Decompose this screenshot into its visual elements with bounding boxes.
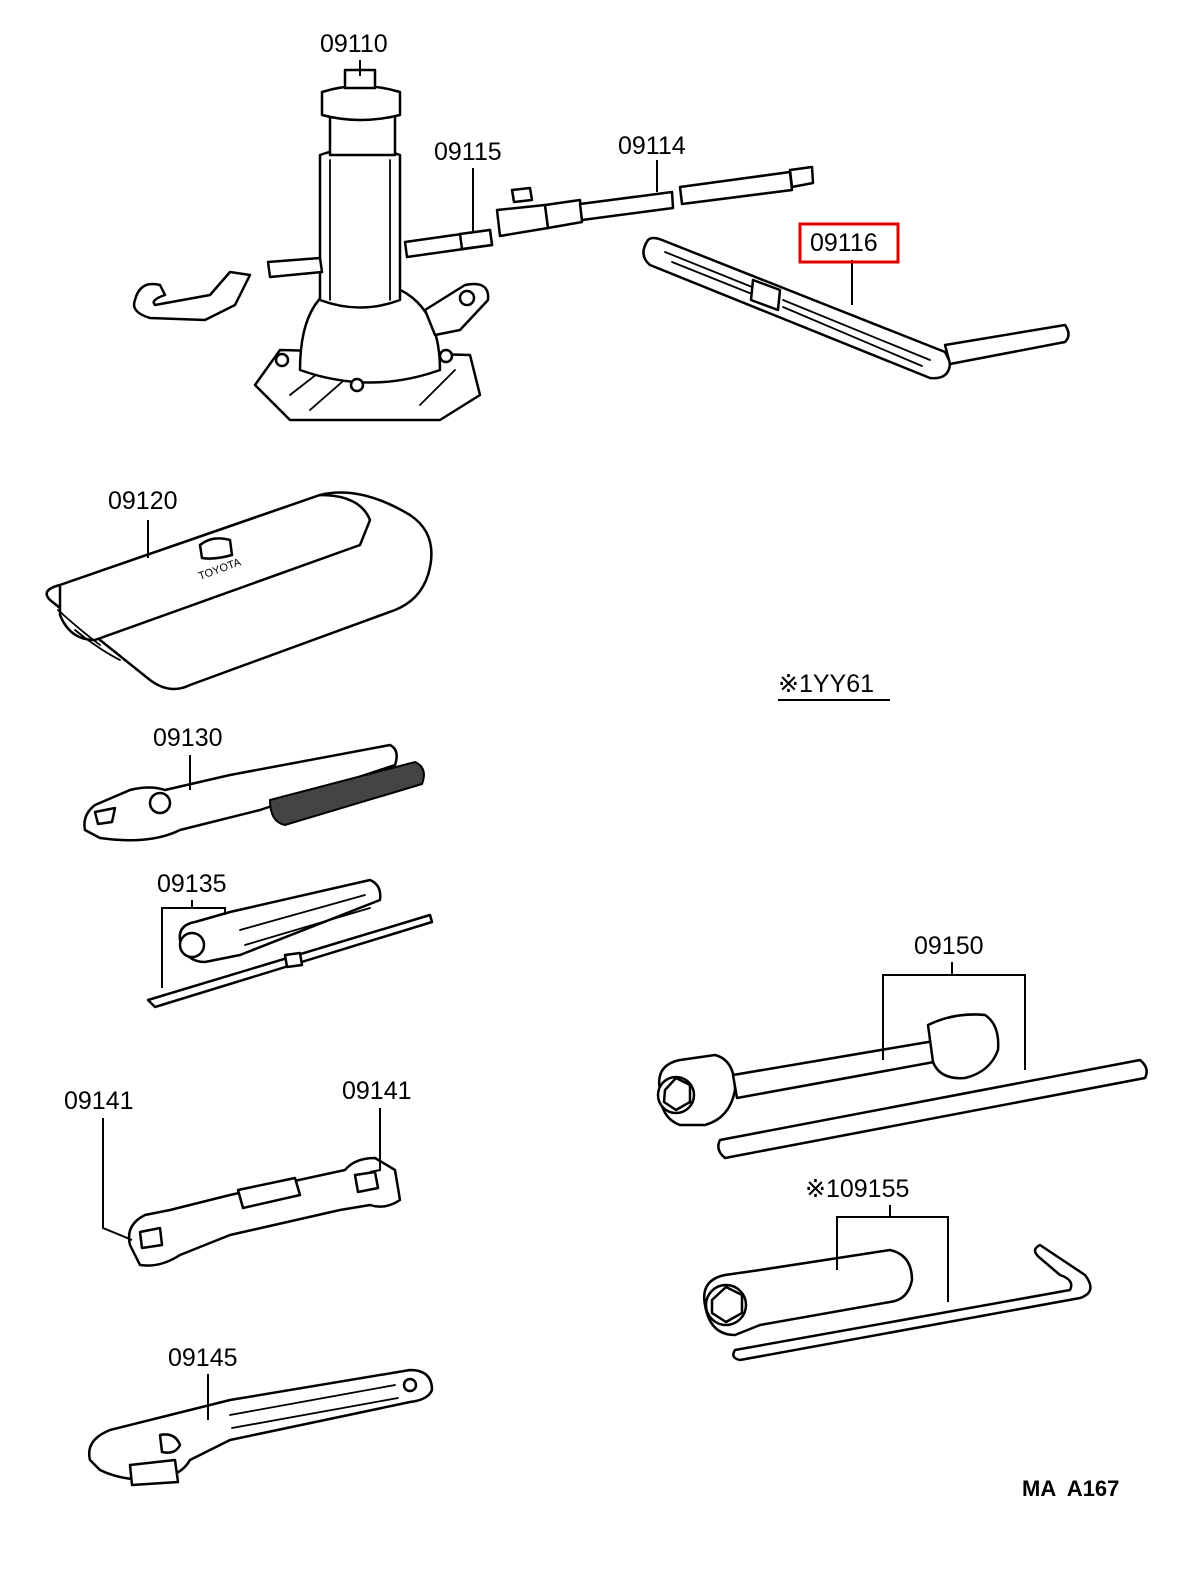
box-wrench-illustration (702, 1243, 1092, 1362)
jack-handle-illustration (495, 165, 815, 238)
drawing-code: MA A167 (1022, 1476, 1119, 1501)
label-09150: 09150 (914, 932, 984, 960)
label-09116: 09116 (810, 229, 878, 257)
screwdriver-illustration (146, 878, 434, 1009)
label-09114: 09114 (618, 132, 686, 160)
label-09141-right: 09141 (342, 1077, 412, 1105)
label-09120: 09120 (108, 487, 178, 515)
wheel-wrench-illustration (656, 1013, 1148, 1160)
label-09141-left: 09141 (64, 1087, 134, 1115)
label-09135: 09135 (157, 870, 227, 898)
hook-illustration (132, 270, 252, 322)
lever-handle-illustration (642, 236, 1070, 380)
label-09145: 09145 (168, 1344, 238, 1372)
highlight-box (798, 222, 900, 264)
label-09130: 09130 (153, 724, 223, 752)
spanner-illustration (127, 1156, 402, 1267)
jack-illustration (253, 68, 490, 422)
label-09110: 09110 (320, 30, 388, 58)
tool-bag-illustration: TOYOTA (45, 491, 433, 691)
note-yy61: ※1YY61 (778, 670, 874, 698)
adjustable-wrench-illustration (87, 1368, 434, 1487)
pliers-illustration (83, 743, 425, 842)
label-09115: 09115 (434, 138, 502, 166)
label-09155: ※109155 (805, 1175, 909, 1203)
handle-extension-illustration (266, 228, 494, 279)
leader-lines (102, 60, 1026, 1420)
